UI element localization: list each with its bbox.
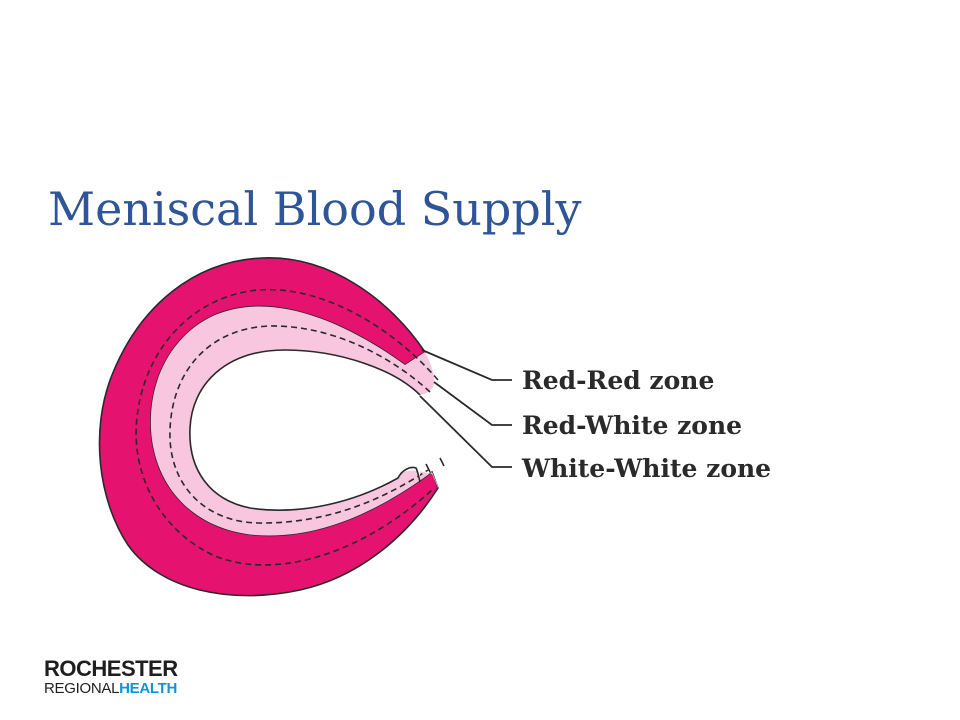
leader-line-red-red (421, 349, 512, 381)
page-title: Meniscal Blood Supply (48, 182, 582, 236)
leader-line-red-white (433, 381, 512, 426)
leader-line-white-white (419, 395, 512, 468)
white-white-zone (189, 349, 421, 511)
rochester-regional-health-logo: ROCHESTER REGIONALHEALTH (44, 656, 178, 697)
red-red-boundary (135, 288, 439, 566)
label-white-white-zone: White-White zone (521, 454, 771, 483)
logo-word-health: HEALTH (119, 680, 178, 697)
logo-line-rochester: ROCHESTER (44, 656, 178, 681)
zone-tick-marks (425, 457, 445, 473)
label-red-white-zone: Red-White zone (522, 411, 742, 440)
logo-word-regional: REGIONAL (44, 680, 120, 697)
label-red-red-zone: Red-Red zone (522, 366, 714, 395)
logo-line-regional-health: REGIONALHEALTH (44, 681, 178, 696)
